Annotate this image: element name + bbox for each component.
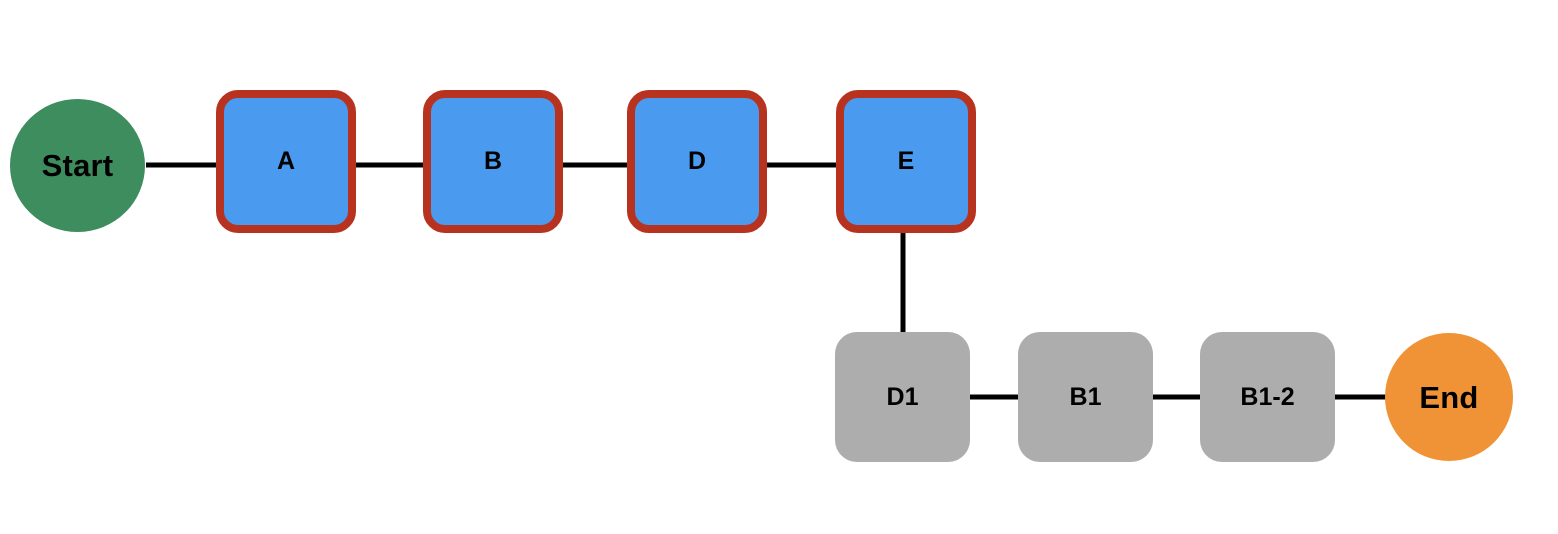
node-label-b1: B1 [1069, 382, 1102, 411]
node-end[interactable]: End [1385, 333, 1513, 461]
node-label-start: Start [41, 148, 114, 183]
node-label-e: E [897, 147, 915, 175]
node-label-end: End [1419, 379, 1479, 415]
node-d1[interactable]: D1 [835, 332, 970, 462]
node-e[interactable]: E [836, 90, 976, 233]
node-a[interactable]: A [216, 90, 356, 233]
node-label-d1: D1 [886, 382, 919, 411]
node-start[interactable]: Start [10, 99, 145, 232]
node-b[interactable]: B [423, 90, 563, 233]
node-label-b: B [483, 147, 503, 175]
node-label-b1-2: B1-2 [1240, 382, 1295, 411]
node-d[interactable]: D [627, 90, 767, 233]
node-label-a: A [276, 147, 296, 175]
node-label-d: D [687, 147, 707, 175]
node-b1-2[interactable]: B1-2 [1200, 332, 1335, 462]
node-b1[interactable]: B1 [1018, 332, 1153, 462]
